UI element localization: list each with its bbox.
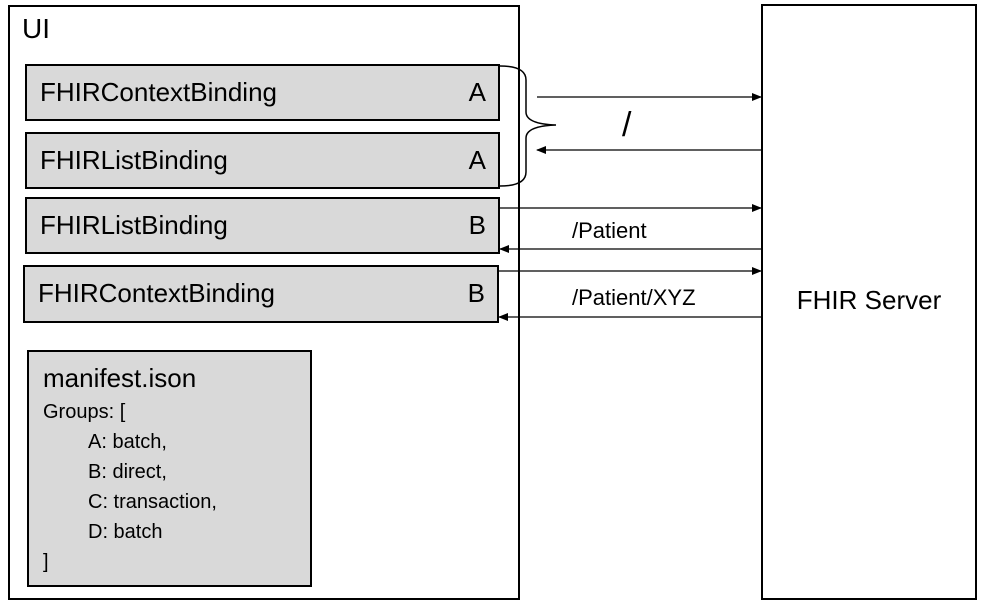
binding-box-list-a: FHIRListBinding A	[25, 132, 500, 189]
manifest-line: A: batch,	[88, 431, 167, 453]
manifest-line: B: direct,	[88, 461, 167, 483]
binding-name: FHIRListBinding	[40, 145, 228, 175]
path-label-patient: /Patient	[572, 218, 647, 243]
binding-box-context-a: FHIRContextBinding A	[25, 64, 500, 121]
binding-group: A	[468, 145, 486, 175]
manifest-box: manifest.ison Groups: [ A: batch, B: dir…	[27, 350, 312, 587]
manifest-line: ]	[43, 551, 49, 573]
path-label-patient-xyz: /Patient/XYZ	[572, 285, 696, 310]
group-a-brace	[499, 65, 557, 187]
binding-group: B	[467, 278, 485, 308]
manifest-line: Groups: [	[43, 401, 126, 423]
path-label-root: /	[622, 106, 632, 144]
binding-group: A	[468, 77, 486, 107]
fhir-server-title: FHIR Server	[796, 285, 942, 315]
binding-name: FHIRListBinding	[40, 210, 228, 240]
binding-group: B	[468, 210, 486, 240]
fhir-server-box	[761, 4, 977, 600]
binding-box-list-b: FHIRListBinding B	[25, 197, 500, 254]
binding-name: FHIRContextBinding	[40, 77, 277, 107]
manifest-line: D: batch	[88, 521, 163, 543]
binding-box-context-b: FHIRContextBinding B	[23, 265, 499, 323]
binding-name: FHIRContextBinding	[38, 278, 275, 308]
manifest-title: manifest.ison	[43, 363, 197, 393]
manifest-line: C: transaction,	[88, 491, 217, 513]
ui-title: UI	[22, 13, 50, 44]
